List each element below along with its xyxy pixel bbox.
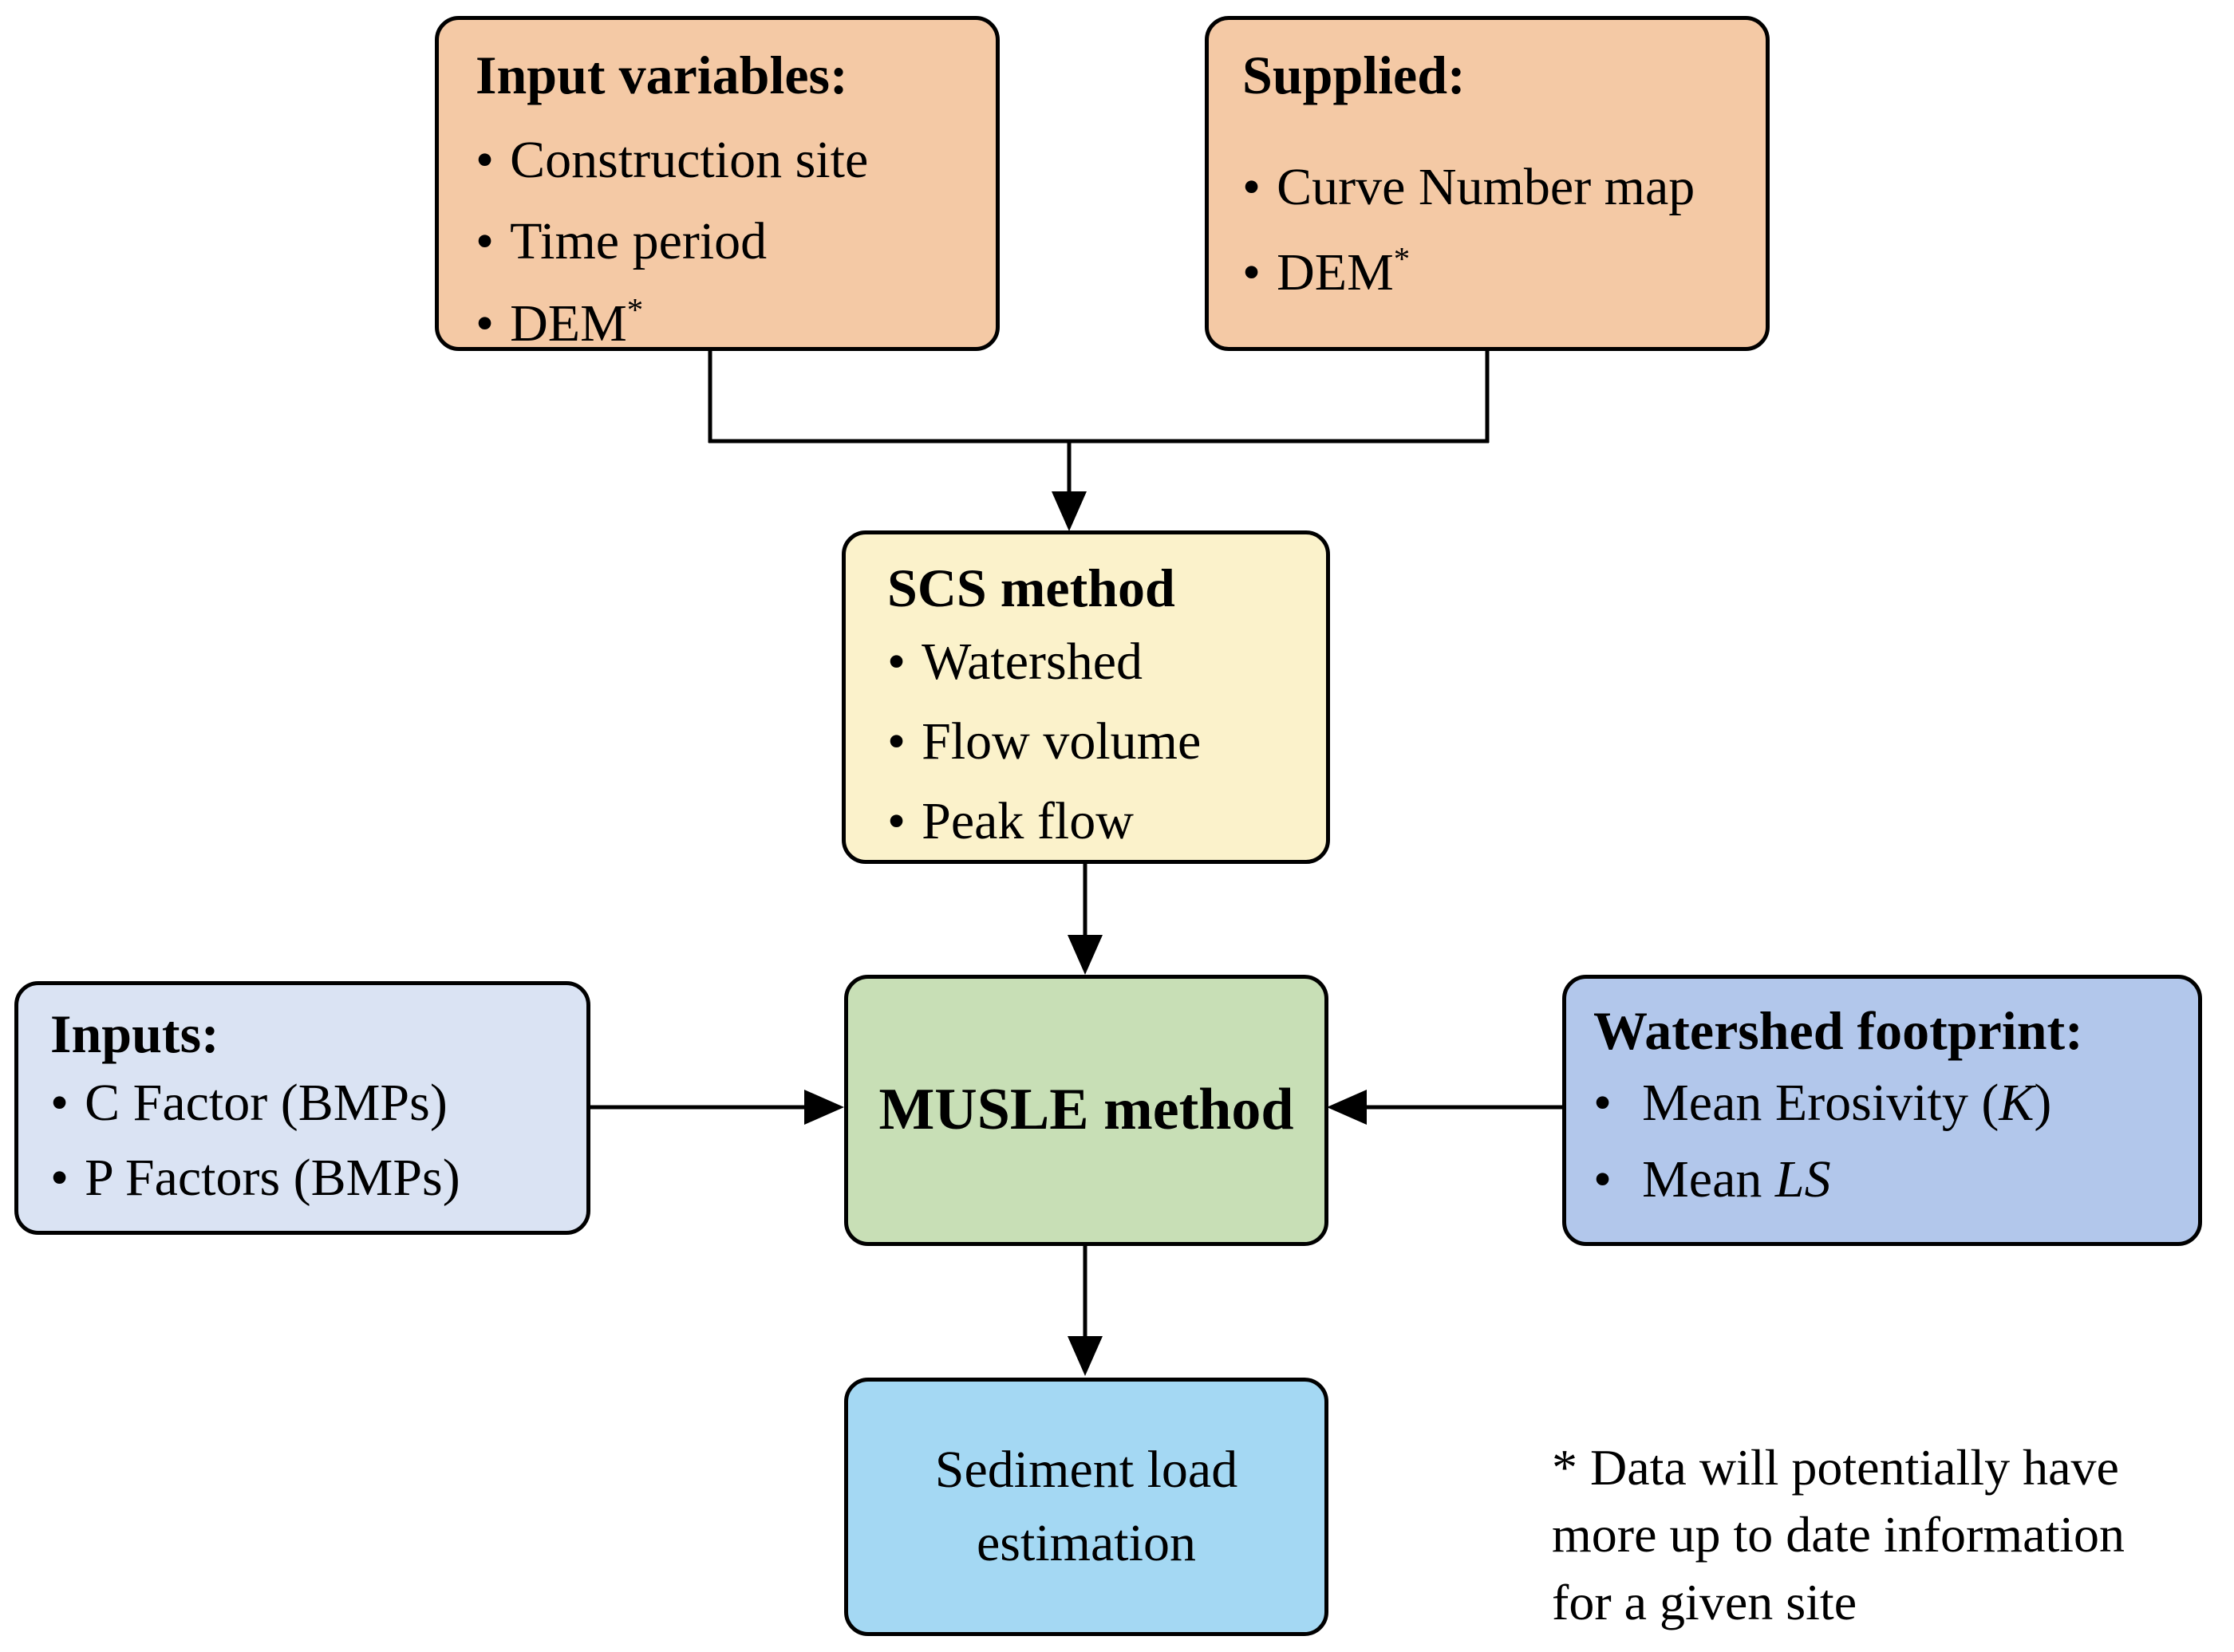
list-item: • C Factor (BMPs) [50, 1073, 574, 1134]
box-inputs: Inputs: • C Factor (BMPs) • P Factors (B… [14, 981, 590, 1235]
bullet-icon: • [476, 294, 495, 353]
item-text: P Factors (BMPs) [85, 1149, 460, 1208]
item-text: Peak flow [922, 791, 1134, 850]
list-item: • DEM* [1242, 241, 1753, 303]
bullet-icon: • [1593, 1074, 1612, 1133]
footnote: * Data will potentially have more up to … [1552, 1434, 2234, 1636]
item-text: Time period [510, 212, 768, 271]
item-text: Construction site [510, 131, 869, 190]
item-text-part: Mean [1642, 1150, 1775, 1209]
bullet-icon: • [887, 633, 906, 692]
item-text-part: ) [2034, 1074, 2052, 1133]
footnote-line: * Data will potentially have [1552, 1439, 2119, 1496]
item-text: Flow volume [922, 712, 1202, 771]
bullet-icon: • [476, 212, 495, 271]
list-item: • Flow volume [887, 712, 1313, 772]
box-input-variables: Input variables: • Construction site • T… [435, 16, 1000, 354]
list-item: • Time period [476, 211, 980, 272]
arrow-inputs-to-musle-head [804, 1090, 844, 1125]
watershed-footprint-title: Watershed footprint: [1593, 1000, 2083, 1061]
item-text: Curve Number map [1277, 158, 1695, 217]
item-text-part: Mean Erosivity ( [1642, 1074, 1999, 1133]
item-text-italic: K [1999, 1074, 2035, 1133]
asterisk-superscript: * [626, 291, 644, 328]
bullet-icon: • [1242, 158, 1261, 217]
bullet-icon: • [50, 1074, 69, 1133]
arrow-merge-to-scs-head [1052, 491, 1087, 531]
footnote-line: for a given site [1552, 1573, 1857, 1630]
arrow-watershed-to-musle-head [1327, 1090, 1367, 1125]
bullet-icon: • [887, 791, 906, 850]
list-item: • Watershed [887, 632, 1313, 692]
sediment-line-2: estimation [977, 1514, 1196, 1572]
bullet-icon: • [1242, 243, 1261, 302]
input-variables-title: Input variables: [476, 45, 848, 105]
item-text-italic: LS [1774, 1150, 1831, 1209]
item-text: C Factor (BMPs) [85, 1074, 448, 1133]
list-item: • Mean Erosivity (K) [1593, 1073, 2187, 1134]
box-sediment-load-estimation: Sediment load estimation [844, 1378, 1328, 1636]
arrow-musle-to-sediment-head [1068, 1336, 1103, 1376]
musle-method-title: MUSLE method [878, 1077, 1294, 1143]
box-musle-method: MUSLE method [844, 975, 1328, 1246]
sediment-line-1: Sediment load [934, 1440, 1238, 1499]
list-item: • Curve Number map [1242, 157, 1753, 218]
dem-label: DEM [1277, 243, 1394, 302]
list-item: • Peak flow [887, 791, 1313, 852]
bullet-icon: • [476, 131, 495, 190]
item-text: Mean LS [1642, 1149, 1831, 1210]
list-item: • Mean LS [1593, 1149, 2187, 1210]
list-item: • Construction site [476, 130, 980, 191]
footnote-line: more up to date information [1552, 1506, 2125, 1563]
scs-method-title: SCS method [887, 558, 1175, 618]
item-text: DEM* [1277, 241, 1411, 303]
arrow-scs-to-musle-head [1068, 935, 1103, 975]
merge-connector-line [708, 349, 1490, 444]
box-scs-method: SCS method • Watershed • Flow volume • P… [842, 530, 1330, 864]
bullet-icon: • [887, 712, 906, 771]
dem-label: DEM [510, 294, 627, 353]
item-text: Mean Erosivity (K) [1642, 1073, 2051, 1134]
box-supplied: Supplied: • Curve Number map • DEM* [1205, 16, 1770, 351]
item-text: Watershed [922, 633, 1143, 692]
inputs-title: Inputs: [50, 1003, 219, 1064]
asterisk-superscript: * [1393, 241, 1411, 278]
item-text: DEM* [510, 291, 644, 354]
bullet-icon: • [50, 1149, 69, 1208]
supplied-title: Supplied: [1242, 45, 1466, 105]
list-item: • P Factors (BMPs) [50, 1148, 574, 1208]
box-watershed-footprint: Watershed footprint: • Mean Erosivity (K… [1562, 975, 2202, 1246]
bullet-icon: • [1593, 1150, 1612, 1209]
list-item: • DEM* [476, 291, 980, 354]
